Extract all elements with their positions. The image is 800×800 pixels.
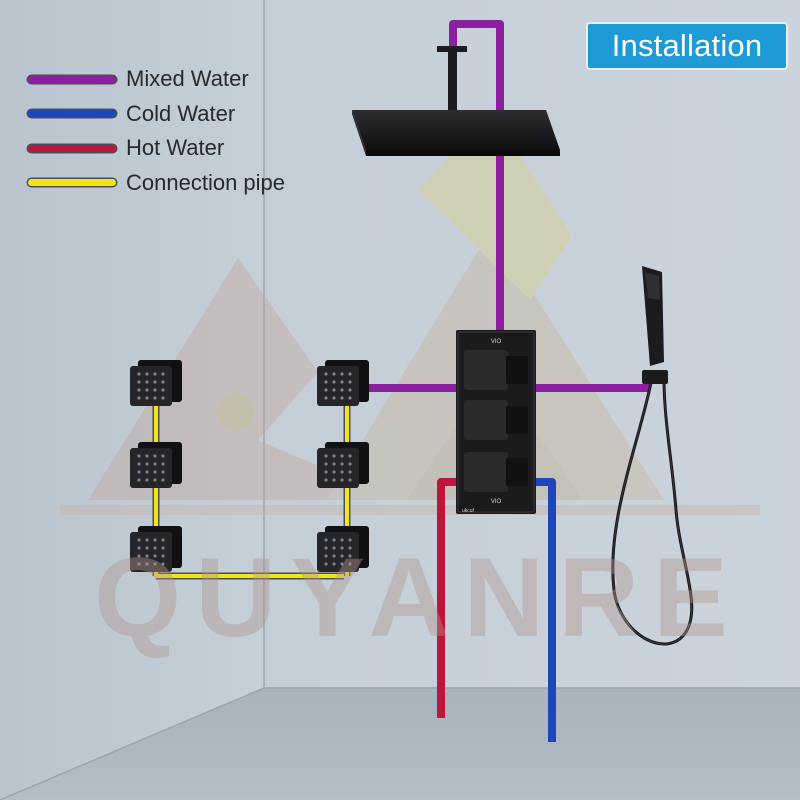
thermostatic-valve: VIO VIO ukcuf [456, 330, 536, 514]
valve-bottom-marking: VIO [491, 499, 502, 505]
body-jet-left-bottom [130, 526, 182, 572]
hand-shower [611, 266, 694, 646]
legend-swatch-hot-water [28, 144, 116, 152]
floor [0, 688, 800, 800]
brand-watermark: QUYANRE [94, 535, 742, 660]
installation-title-badge: Installation [588, 24, 786, 68]
floor-corner-line [0, 687, 265, 800]
valve-top-marking: VIO [491, 339, 502, 345]
legend-swatch-connection-pipe [28, 179, 116, 187]
legend-label-hot-water: Hot Water [126, 135, 225, 161]
body-jet-left-top [130, 360, 182, 406]
valve-knob-middle [464, 400, 528, 440]
pipe-legend: Mixed Water Cold Water Hot Water Connect… [28, 62, 285, 200]
legend-item-cold-water: Cold Water [28, 97, 285, 132]
legend-item-mixed-water: Mixed Water [28, 62, 285, 97]
legend-label-mixed-water: Mixed Water [126, 66, 249, 92]
body-jet-right-middle [317, 442, 369, 488]
valve-knob-top [464, 350, 528, 390]
valve-knob-bottom [464, 452, 528, 492]
body-jets [130, 360, 369, 572]
legend-item-connection-pipe: Connection pipe [28, 166, 285, 201]
rain-shower-head [352, 46, 560, 156]
legend-swatch-mixed-water [28, 75, 116, 83]
body-jet-right-top [317, 360, 369, 406]
valve-corner-marking: ukcuf [462, 508, 475, 514]
legend-label-connection-pipe: Connection pipe [126, 169, 286, 195]
body-jet-left-middle [130, 442, 182, 488]
legend-label-cold-water: Cold Water [126, 100, 236, 126]
body-jet-right-bottom [317, 526, 369, 572]
legend-item-hot-water: Hot Water [28, 131, 285, 166]
legend-swatch-cold-water [28, 110, 116, 118]
